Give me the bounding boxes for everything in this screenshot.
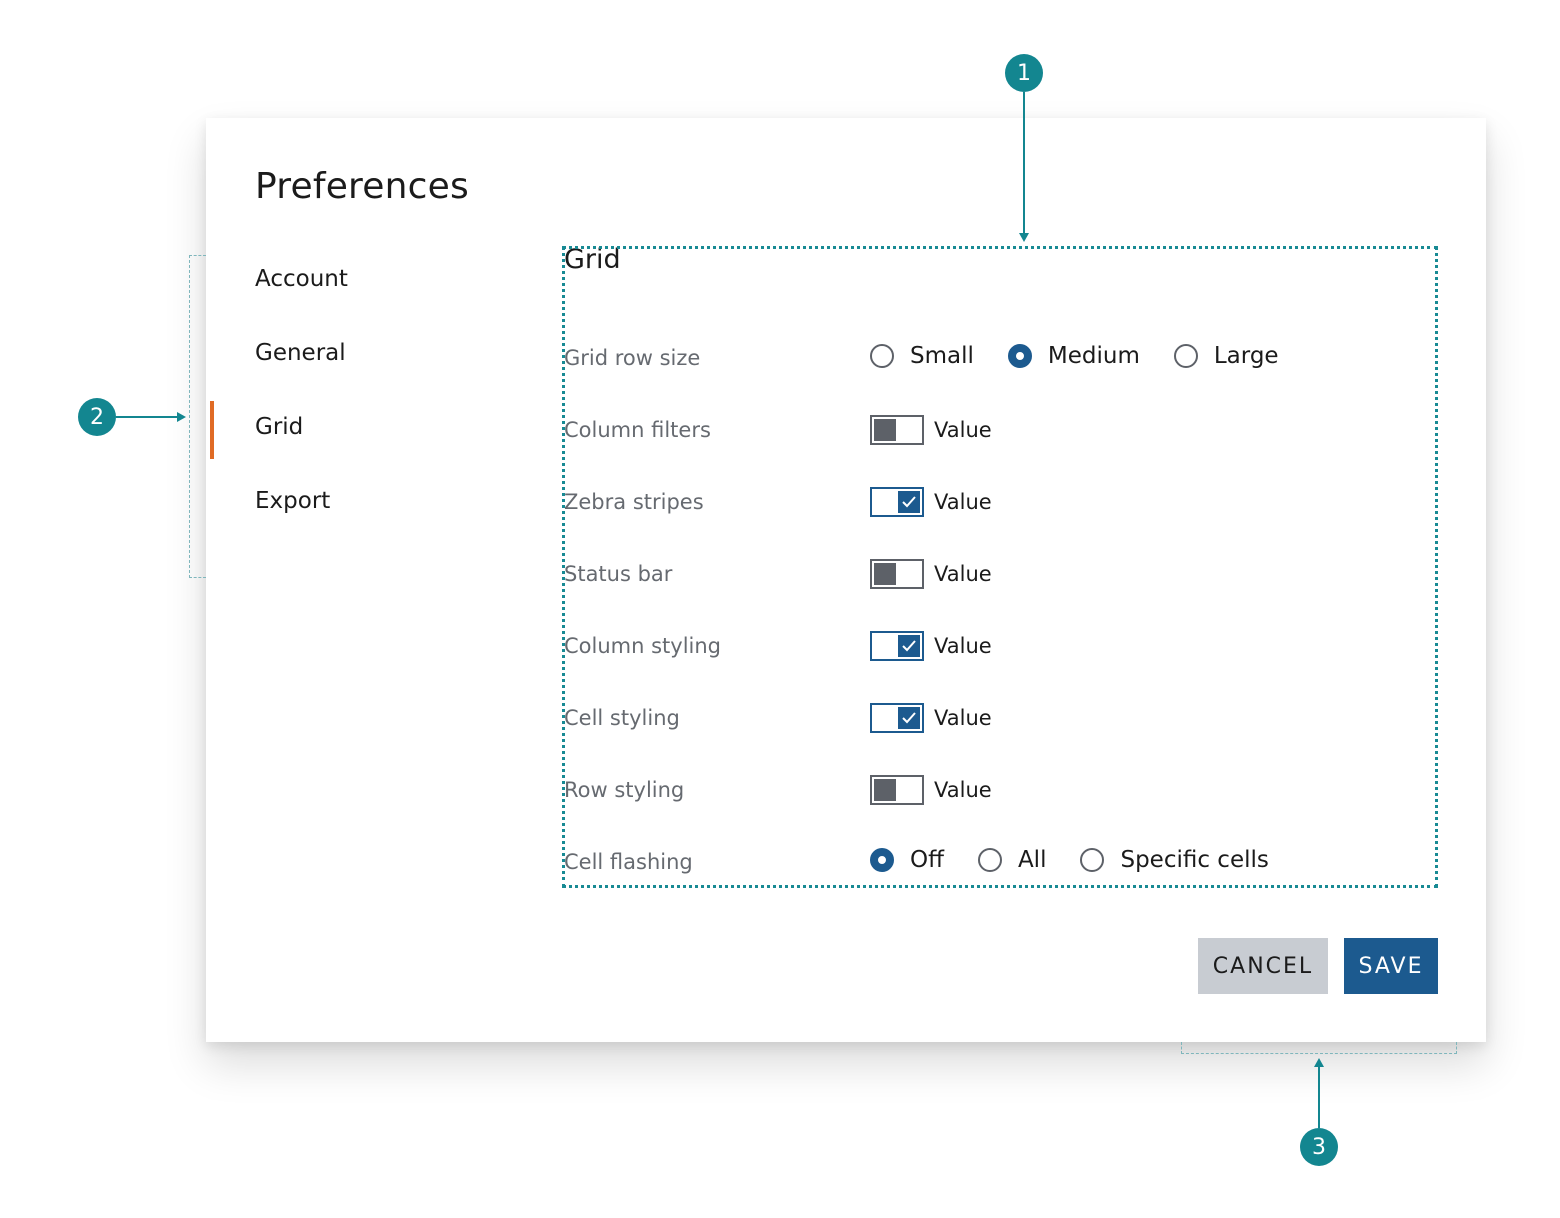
radio-all-label: All [1017, 847, 1047, 873]
actions-callout-box [1181, 1042, 1457, 1054]
cancel-button[interactable]: CANCEL [1198, 938, 1328, 994]
grid-row-size-radio-group: Small Medium Large [870, 343, 1313, 369]
radio-specific-cells[interactable]: Specific cells [1080, 847, 1269, 873]
column-filters-label: Column filters [564, 418, 711, 442]
row-styling-label: Row styling [564, 778, 685, 802]
toggle-knob [898, 707, 920, 729]
column-filters-value-label: Value [934, 418, 992, 442]
radio-large-circle[interactable] [1173, 344, 1198, 368]
radio-all-circle[interactable] [977, 848, 1002, 872]
column-styling-toggle[interactable] [870, 631, 924, 661]
arrow-right-icon [177, 412, 186, 422]
content-area-callout-box [562, 246, 1438, 888]
annotation-marker-2: 2 [78, 398, 116, 436]
checkmark-icon [902, 640, 916, 652]
checkmark-icon [902, 496, 916, 508]
nav-item-grid[interactable]: Grid [255, 414, 304, 440]
toggle-knob [898, 635, 920, 657]
radio-off-label: Off [910, 847, 944, 873]
cell-flashing-label: Cell flashing [564, 850, 693, 874]
row-styling-value-label: Value [934, 778, 992, 802]
checkmark-icon [902, 712, 916, 724]
radio-large[interactable]: Large [1173, 343, 1279, 369]
radio-small-circle[interactable] [870, 344, 894, 368]
navigation-callout-box [189, 255, 206, 578]
section-title: Grid [564, 244, 621, 275]
zebra-stripes-label: Zebra stripes [564, 490, 704, 514]
annotation-line-3 [1318, 1066, 1320, 1128]
nav-item-export[interactable]: Export [255, 488, 331, 514]
toggle-knob [874, 419, 896, 441]
radio-medium-circle[interactable] [1007, 344, 1032, 368]
save-button[interactable]: SAVE [1344, 938, 1438, 994]
nav-item-general[interactable]: General [255, 340, 346, 366]
column-filters-toggle-row[interactable]: Value [870, 415, 992, 445]
radio-specific-cells-label: Specific cells [1120, 847, 1269, 873]
radio-off[interactable]: Off [870, 847, 944, 873]
active-nav-indicator [210, 401, 214, 459]
arrow-down-icon [1019, 233, 1029, 242]
radio-large-label: Large [1213, 343, 1279, 369]
radio-small[interactable]: Small [870, 343, 974, 369]
status-bar-value-label: Value [934, 562, 992, 586]
annotation-line-2 [116, 416, 178, 418]
annotation-marker-1: 1 [1005, 54, 1043, 92]
status-bar-toggle[interactable] [870, 559, 924, 589]
annotation-line-1 [1023, 92, 1025, 234]
row-styling-toggle-row[interactable]: Value [870, 775, 992, 805]
radio-specific-cells-circle[interactable] [1080, 848, 1105, 872]
arrow-up-icon [1314, 1058, 1324, 1067]
radio-all[interactable]: All [977, 847, 1047, 873]
cell-styling-toggle-row[interactable]: Value [870, 703, 992, 733]
annotation-marker-3: 3 [1300, 1128, 1338, 1166]
toggle-knob [898, 491, 920, 513]
cell-styling-value-label: Value [934, 706, 992, 730]
cell-styling-toggle[interactable] [870, 703, 924, 733]
column-styling-value-label: Value [934, 634, 992, 658]
cell-styling-label: Cell styling [564, 706, 680, 730]
status-bar-label: Status bar [564, 562, 673, 586]
radio-off-circle[interactable] [870, 848, 894, 872]
column-styling-label: Column styling [564, 634, 722, 658]
preferences-dialog: Preferences Account General Grid Export … [206, 118, 1486, 1042]
dialog-title: Preferences [255, 166, 469, 207]
zebra-stripes-toggle-row[interactable]: Value [870, 487, 992, 517]
zebra-stripes-toggle[interactable] [870, 487, 924, 517]
grid-row-size-label: Grid row size [564, 346, 701, 370]
radio-medium[interactable]: Medium [1007, 343, 1140, 369]
cell-flashing-radio-group: Off All Specific cells [870, 847, 1303, 873]
nav-item-account[interactable]: Account [255, 266, 348, 292]
radio-small-label: Small [910, 343, 974, 369]
radio-medium-label: Medium [1047, 343, 1140, 369]
row-styling-toggle[interactable] [870, 775, 924, 805]
toggle-knob [874, 563, 896, 585]
column-filters-toggle[interactable] [870, 415, 924, 445]
column-styling-toggle-row[interactable]: Value [870, 631, 992, 661]
zebra-stripes-value-label: Value [934, 490, 992, 514]
status-bar-toggle-row[interactable]: Value [870, 559, 992, 589]
toggle-knob [874, 779, 896, 801]
